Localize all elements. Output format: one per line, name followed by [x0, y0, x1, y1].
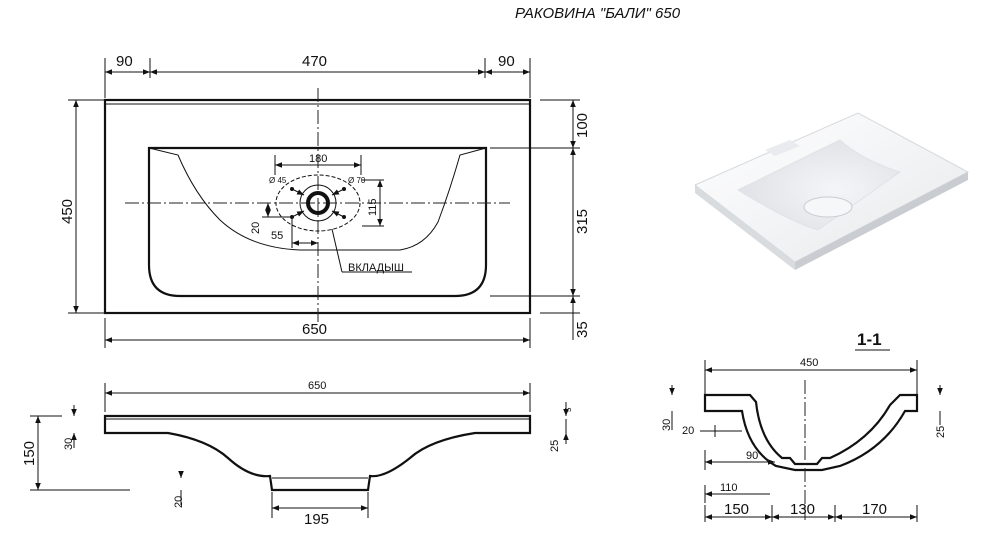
dim-front-bottom-width: 195 [304, 511, 329, 528]
dim-bowl: 315 [574, 209, 591, 234]
dim-section-130: 130 [790, 501, 815, 518]
insert-label: ВКЛАДЫШ [348, 262, 404, 274]
front-profile [103, 414, 532, 492]
section-profile [703, 393, 919, 472]
dim-front-thickness: 30 [63, 438, 75, 450]
top-view: 90 470 90 180 Ø 45 Ø 70 1 [59, 53, 591, 348]
dim-total-width: 650 [302, 321, 327, 338]
section-view: 1-1 450 30 20 90 110 25 [661, 330, 947, 522]
sink-render-image [694, 112, 970, 270]
dim-front-height: 150 [21, 441, 38, 466]
dim-hole-large: Ø 70 [348, 176, 366, 185]
dim-section-110: 110 [720, 482, 738, 494]
dim-section-wall-20: 20 [682, 425, 694, 437]
dim-left-margin: 90 [116, 53, 133, 70]
dim-hole-small: Ø 45 [269, 176, 287, 185]
drain-insert-outline [275, 174, 361, 232]
dim-section-150: 150 [724, 501, 749, 518]
dim-front-bottom-20: 20 [173, 496, 185, 508]
dim-right-margin: 90 [498, 53, 515, 70]
dim-front-right-top: 5 [564, 407, 573, 412]
dim-back: 100 [574, 113, 591, 138]
section-label: 1-1 [857, 330, 882, 349]
dim-front-right-thickness: 25 [549, 440, 561, 452]
dim-front-width: 650 [308, 380, 326, 392]
dim-center-width: 470 [302, 53, 327, 70]
front-view: 650 150 30 5 25 20 195 [21, 380, 573, 528]
dim-section-width: 450 [800, 357, 818, 369]
dim-hole-height: 115 [367, 198, 379, 216]
dim-depth: 450 [59, 199, 76, 224]
dim-section-left-30: 30 [661, 419, 673, 431]
bowl-outline [147, 146, 488, 298]
dim-drain-spacing: 180 [309, 153, 327, 165]
dim-front: 35 [574, 321, 591, 338]
dim-section-right-25: 25 [935, 426, 947, 438]
dim-section-90: 90 [746, 450, 758, 462]
dim-offset-20: 20 [250, 222, 262, 234]
drawing-title: РАКОВИНА "БАЛИ" 650 [515, 5, 681, 22]
dim-section-170: 170 [862, 501, 887, 518]
dim-offset-55: 55 [271, 230, 283, 242]
drain-hole [306, 191, 330, 215]
